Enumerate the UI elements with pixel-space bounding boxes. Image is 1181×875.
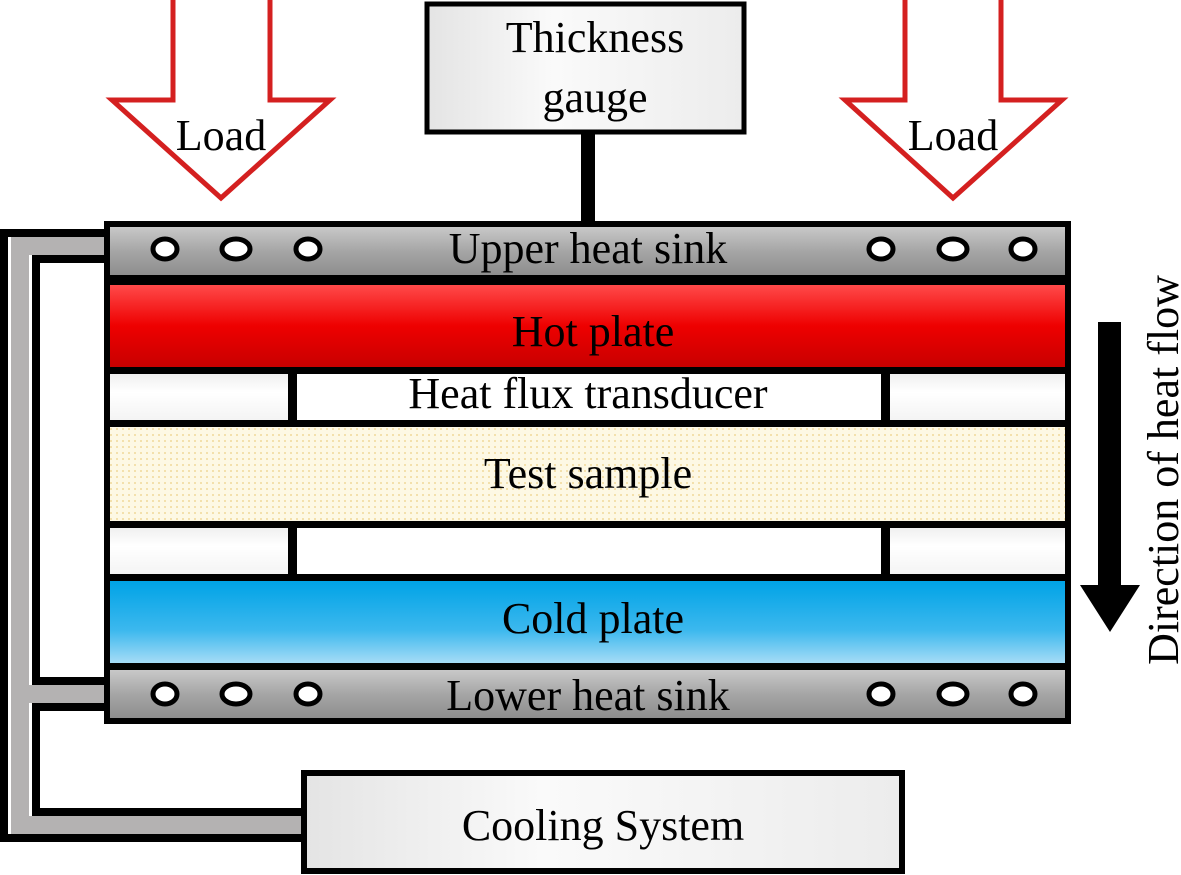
gauge-stem <box>581 130 595 224</box>
lower-heat-sink: Lower heat sink <box>110 670 1065 720</box>
thickness-gauge-box: Thickness gauge <box>424 1 747 135</box>
cooling-pipes <box>0 229 302 842</box>
load-arrow-right: Load <box>838 0 1069 202</box>
cooling-system-box: Cooling System <box>301 770 905 874</box>
cold-plate: Cold plate <box>110 581 1065 663</box>
cooling-system-label: Cooling System <box>462 801 744 850</box>
hot-plate: Hot plate <box>110 285 1065 367</box>
heat-flow-arrow-icon <box>1080 322 1140 632</box>
heat-flow-direction-label: Direction of heat flow <box>1139 275 1181 665</box>
sink-holes <box>150 681 1038 707</box>
thickness-gauge-label-2: gauge <box>542 73 647 122</box>
test-sample-label: Test sample <box>484 449 692 498</box>
heat-flux-transducer-label: Heat flux transducer <box>408 369 768 418</box>
load-label-left: Load <box>176 111 266 160</box>
load-arrow-left: Load <box>105 0 337 202</box>
upper-heat-sink: Upper heat sink <box>110 224 1065 275</box>
lower-heat-sink-label: Lower heat sink <box>446 671 729 720</box>
test-sample: Test sample <box>110 427 1065 521</box>
sink-holes <box>150 236 1038 262</box>
thickness-gauge-label: Thickness <box>506 13 684 62</box>
heat-flux-transducer: Heat flux transducer <box>110 369 1065 420</box>
hot-plate-label: Hot plate <box>512 307 675 356</box>
load-label-right: Load <box>908 111 998 160</box>
upper-heat-sink-label: Upper heat sink <box>449 224 728 273</box>
lower-spacer <box>110 528 1065 574</box>
cold-plate-label: Cold plate <box>502 594 684 643</box>
